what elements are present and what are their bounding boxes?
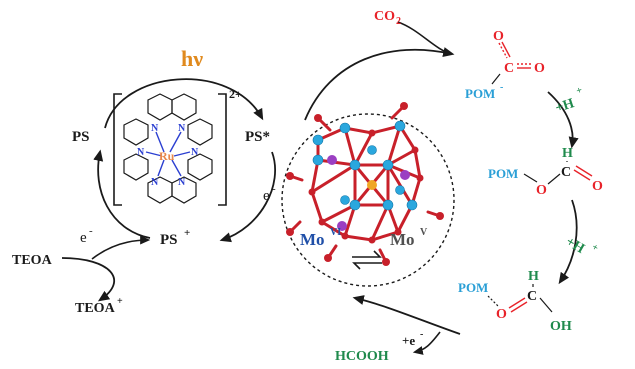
ps-plus-label: PS + [160,227,190,248]
svg-text:V: V [420,227,428,238]
complex-charge: 2+ [229,87,242,101]
right-bracket [218,93,227,206]
equilibrium-arrows [352,250,382,270]
svg-text:+e: +e [402,333,415,348]
intermediate-pom-hcooh: POM O C H OH [458,269,572,334]
pom-cluster-structure [286,102,444,266]
pom-center: Mo VI Mo V [281,102,455,287]
svg-text:OH: OH [550,319,572,334]
svg-text:O: O [536,183,547,198]
svg-text:CO: CO [374,9,395,24]
n-atom: N [191,147,199,158]
left-bracket [113,93,122,206]
cycle-arc-right-2 [558,199,578,285]
ru-bpy-complex: 2+ N N [113,87,242,206]
svg-text:Mo: Mo [390,230,415,249]
electron-donation-arrow [91,235,151,260]
svg-text:C: C [561,165,571,180]
electron-label-left: e - [80,225,93,246]
svg-text:POM: POM [458,280,488,295]
regeneration-arrow [93,149,151,239]
svg-text:-: - [89,225,93,237]
electron-label-right: e - [263,183,276,204]
hv-label: hν [181,46,203,71]
svg-text:+: + [184,227,190,239]
svg-text:+H: +H [563,234,587,256]
svg-text:+H: +H [554,96,577,116]
svg-text:2: 2 [396,16,401,27]
cycle-arc-bottom [352,295,461,335]
svg-text:POM: POM [488,166,518,181]
svg-text:VI: VI [330,227,341,238]
intermediate-pom-ochro: POM O C H O [488,146,603,198]
cycle-arc-right-1 [547,91,579,149]
ru-atom: Ru [159,149,175,163]
teoa-label: TEOA [12,253,53,268]
proton-label-2: +H + [563,234,600,256]
svg-text:Mo: Mo [300,230,325,249]
photosensitizer-cycle: hν PS PS* PS + e - 2+ [12,46,277,316]
svg-text:O: O [534,61,545,76]
hcooh-label: HCOOH [335,349,389,364]
n-atom: N [137,147,145,158]
n-atom: N [178,123,186,134]
svg-text:POM: POM [465,86,495,101]
svg-text:O: O [493,29,504,44]
cycle-arc-top [304,47,455,121]
svg-text:-: - [272,183,276,195]
mo-vi-label: Mo VI [300,227,341,249]
electron-transfer-arrow [219,151,277,243]
svg-text:-: - [420,329,423,340]
intermediate-pom-co2: O C O POM - [465,29,545,101]
n-atom: N [151,123,159,134]
svg-text:+: + [590,242,601,255]
svg-text:O: O [592,179,603,194]
hcooh-output-arrow [412,331,441,355]
svg-text:O: O [496,307,507,322]
n-atom: N [178,177,186,188]
teoa-plus-label: TEOA + [75,296,123,316]
svg-text:C: C [504,61,514,76]
plus-electron-label: +e - [402,329,423,348]
svg-text:e: e [80,230,87,246]
mo-v-label: Mo V [390,227,428,249]
svg-text:+: + [117,296,123,307]
teoa-oxidation-arrow [61,257,115,302]
svg-text:e: e [263,188,270,204]
svg-text:TEOA: TEOA [75,301,116,316]
svg-text:PS: PS [160,232,178,248]
co2-label: CO 2 [374,9,401,27]
svg-text:-: - [500,82,503,93]
svg-text:C: C [527,289,537,304]
n-atom: N [151,177,159,188]
svg-text:H: H [528,269,539,284]
ps-label: PS [72,129,90,145]
ps-star-label: PS* [245,129,270,145]
pom-dashed-circle [281,113,455,287]
proton-label-1: +H + [554,85,584,116]
pom-minus-label: POM - [465,82,503,101]
svg-text:+: + [575,85,584,97]
svg-text:H: H [562,146,573,161]
co2-input-arrow [397,21,453,55]
catalytic-cycle: CO 2 O C O POM - +H + POM O [304,9,603,364]
